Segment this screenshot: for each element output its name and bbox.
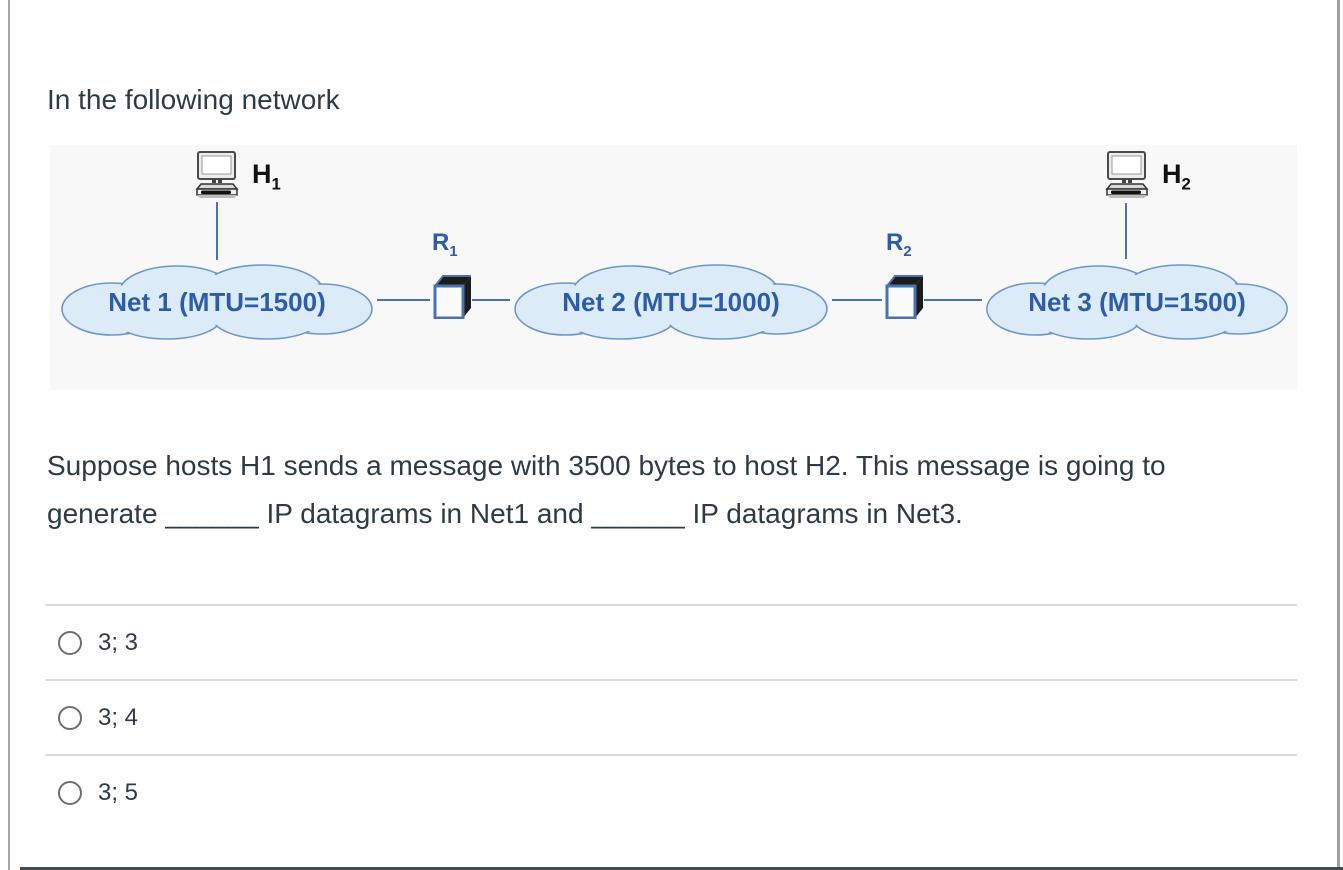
net3-cloud: Net 3 (MTU=1500)	[982, 257, 1292, 343]
host-h2-base: H	[1162, 159, 1182, 189]
radio-button[interactable]	[58, 705, 82, 730]
router-r2-base: R	[886, 229, 904, 256]
net2-label: Net 2 (MTU=1000)	[562, 286, 780, 317]
cloud-icon	[514, 264, 828, 340]
question-title: In the following network	[47, 84, 340, 115]
answer-option-label: 3; 3	[98, 628, 139, 656]
router-r1-base: R	[432, 229, 450, 256]
link-line-h1-net1	[216, 202, 218, 260]
host-h2-label: H2	[1162, 159, 1191, 194]
link-line-net1-r1	[377, 299, 430, 301]
net1-label: Net 1 (MTU=1500)	[108, 286, 326, 317]
page-right-border	[1337, 0, 1340, 870]
router-r1-label: R1	[432, 229, 458, 260]
net1-cloud: Net 1 (MTU=1500)	[57, 257, 377, 343]
host-h1-sub: 1	[271, 174, 281, 194]
question-text: Suppose hosts H1 sends a message with 35…	[47, 442, 1299, 538]
page-bottom-border	[20, 867, 1343, 870]
answer-option-label: 3; 5	[98, 778, 139, 806]
link-line-r2-net3	[924, 299, 982, 301]
answer-option-2[interactable]: 3; 4	[45, 679, 1297, 754]
router-r2-label: R2	[886, 229, 912, 260]
host-h1-label: H1	[252, 159, 281, 194]
link-line-net2-r2	[832, 299, 882, 301]
answer-options: 3; 3 3; 4 3; 5	[45, 604, 1297, 829]
router-r1-sub: 1	[449, 243, 458, 260]
answer-option-3[interactable]: 3; 5	[45, 754, 1297, 829]
router-icon	[885, 275, 923, 319]
computer-icon	[195, 151, 239, 198]
cloud-icon	[61, 264, 373, 340]
host-h2-sub: 2	[1181, 174, 1191, 194]
host-h1-base: H	[252, 159, 272, 189]
net2-cloud: Net 2 (MTU=1000)	[510, 257, 832, 343]
link-line-r1-net2	[472, 299, 510, 301]
answer-option-label: 3; 4	[98, 703, 139, 731]
computer-icon	[1105, 151, 1149, 198]
answer-option-1[interactable]: 3; 3	[45, 604, 1297, 679]
page-left-border	[8, 0, 10, 870]
net3-label: Net 3 (MTU=1500)	[1028, 286, 1246, 317]
question-text-line1: Suppose hosts H1 sends a message with 35…	[47, 450, 1166, 481]
radio-button[interactable]	[58, 780, 82, 805]
network-diagram: H1	[50, 145, 1297, 390]
router-r2-sub: 2	[903, 243, 912, 260]
cloud-icon	[986, 264, 1288, 340]
router-icon	[433, 275, 471, 319]
radio-button[interactable]	[58, 630, 82, 655]
question-text-line2: generate ______ IP datagrams in Net1 and…	[47, 498, 963, 529]
link-line-h2-net3	[1125, 203, 1127, 259]
